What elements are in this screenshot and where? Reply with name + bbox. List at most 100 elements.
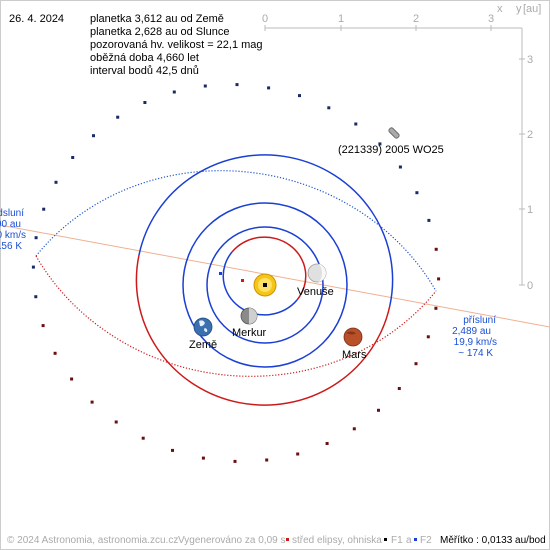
asteroid-position-point xyxy=(54,180,58,184)
aphelion-line: 11,0 km/s xyxy=(0,230,26,241)
asteroid-position-point xyxy=(427,218,431,222)
asteroid-position-point xyxy=(42,207,46,211)
mars-icon xyxy=(343,327,363,347)
earth-clouds xyxy=(199,320,208,332)
mars-surface xyxy=(346,331,356,335)
generation-time: Vygenerováno za 0,09 s xyxy=(178,535,285,546)
asteroid-position-point xyxy=(53,351,57,355)
asteroid-position-point xyxy=(201,456,205,460)
x-tick-label: 1 xyxy=(338,13,344,25)
venus-label: Venuše xyxy=(297,286,334,298)
copyright-link[interactable]: © 2024 Astronomia, astronomia.zcu.cz xyxy=(7,535,178,546)
asteroid-position-point xyxy=(114,420,118,424)
asteroid-orbit-lower xyxy=(35,255,437,377)
f1-legend-marker xyxy=(384,538,387,541)
y-axis-letter: y xyxy=(516,3,522,15)
asteroid-position-point xyxy=(70,377,74,381)
asteroid-position-point xyxy=(34,236,38,240)
asteroid-position-point xyxy=(352,427,356,431)
orbit-center-marker xyxy=(241,279,244,282)
info-line: interval bodů 42,5 dnů xyxy=(90,65,199,77)
orbit-center-marker xyxy=(219,272,222,275)
asteroid-position-point xyxy=(434,306,438,310)
apsides-line xyxy=(0,224,550,328)
asteroid-position-point xyxy=(296,452,300,456)
perihelion-line: ~ 174 K xyxy=(458,348,493,359)
center-legend-label: střed elipsy, ohniska xyxy=(292,535,382,546)
asteroid-position-points xyxy=(31,83,441,463)
mars-label: Mars xyxy=(342,349,367,361)
asteroid-icon xyxy=(388,127,400,139)
x-tick-label: 0 xyxy=(262,13,268,25)
asteroid-position-point xyxy=(298,94,301,98)
asteroid-position-point xyxy=(378,142,382,146)
asteroid-name-label: (221339) 2005 WO25 xyxy=(338,144,444,156)
asteroid-position-point xyxy=(426,335,430,339)
asteroid-position-point xyxy=(398,165,402,169)
asteroid-position-point xyxy=(325,442,329,445)
perihelion-line: 2,489 au xyxy=(452,326,491,337)
info-line: pozorovaná hv. velikost = 22,1 mag xyxy=(90,39,263,51)
earth-label: Země xyxy=(189,339,217,351)
perihelion-line: 19,9 km/s xyxy=(454,337,497,348)
f2-legend-marker xyxy=(414,538,417,541)
perihelion-info: přísluní 2,489 au 19,9 km/s ~ 174 K xyxy=(452,315,497,359)
venus-highlight xyxy=(317,264,326,282)
asteroid-position-point xyxy=(434,247,438,251)
y-tick-label: 0 xyxy=(527,280,533,292)
aphelion-info: odsluní 3,90 au 11,0 km/s ~ 156 K xyxy=(0,208,26,252)
asteroid-position-point xyxy=(92,134,95,138)
axis-unit: [au] xyxy=(523,3,541,15)
earth-orbit xyxy=(182,202,348,368)
asteroid-position-point xyxy=(354,122,358,126)
center-legend-marker xyxy=(286,538,289,541)
y-axis: 3 2 1 0 xyxy=(519,28,533,292)
asteroid-position-point xyxy=(31,265,35,269)
mars-orbit-lower xyxy=(135,254,391,406)
aphelion-line: 3,90 au xyxy=(0,219,21,230)
info-line: oběžná doba 4,660 let xyxy=(90,52,199,64)
asteroid-position-point xyxy=(437,277,441,281)
asteroid-position-point xyxy=(235,83,239,87)
y-tick-label: 1 xyxy=(527,204,533,216)
asteroid-position-point xyxy=(327,106,331,110)
info-line: planetka 3,612 au od Země xyxy=(90,13,224,25)
asteroid-orbit-upper xyxy=(35,170,437,292)
asteroid-position-point xyxy=(143,101,147,104)
asteroid-position-point xyxy=(141,436,145,440)
asteroid-position-point xyxy=(267,86,271,90)
perihelion-line: přísluní xyxy=(463,315,496,326)
asteroid-position-point xyxy=(203,84,207,88)
asteroid-position-point xyxy=(265,458,269,462)
asteroid-position-point xyxy=(172,90,176,94)
sun-icon xyxy=(253,273,277,297)
asteroid-position-point xyxy=(171,448,174,452)
date-label: 26. 4. 2024 xyxy=(9,13,64,25)
x-axis: 0 1 2 3 x y [au] xyxy=(262,3,541,31)
y-tick-label: 2 xyxy=(527,129,533,141)
asteroid-position-point xyxy=(414,362,418,366)
mercury-lit-side xyxy=(249,308,257,324)
asteroid-position-point xyxy=(41,324,45,328)
earth-icon xyxy=(193,317,213,337)
venus-orbit xyxy=(206,226,324,344)
asteroid-position-point xyxy=(397,387,401,390)
mars-orbit-upper xyxy=(138,154,394,306)
asteroid-position-point xyxy=(71,156,75,159)
y-tick-label: 3 xyxy=(527,54,533,66)
aphelion-line: odsluní xyxy=(0,208,24,219)
asteroid-position-point xyxy=(233,459,237,463)
asteroid-position-point xyxy=(34,295,38,299)
footer: © 2024 Astronomia, astronomia.zcu.cz Vyg… xyxy=(7,535,546,546)
asteroid-position-point xyxy=(116,115,120,119)
scale-label: Měřítko : 0,0133 au/bod xyxy=(440,535,546,546)
aphelion-line: ~ 156 K xyxy=(0,241,22,252)
mercury-orbit-upper xyxy=(222,251,298,316)
f2-label: F2 xyxy=(420,535,432,546)
x-axis-letter: x xyxy=(497,3,503,15)
asteroid-position-point xyxy=(415,191,419,195)
x-tick-label: 2 xyxy=(413,13,419,25)
mercury-label: Merkur xyxy=(232,327,267,339)
